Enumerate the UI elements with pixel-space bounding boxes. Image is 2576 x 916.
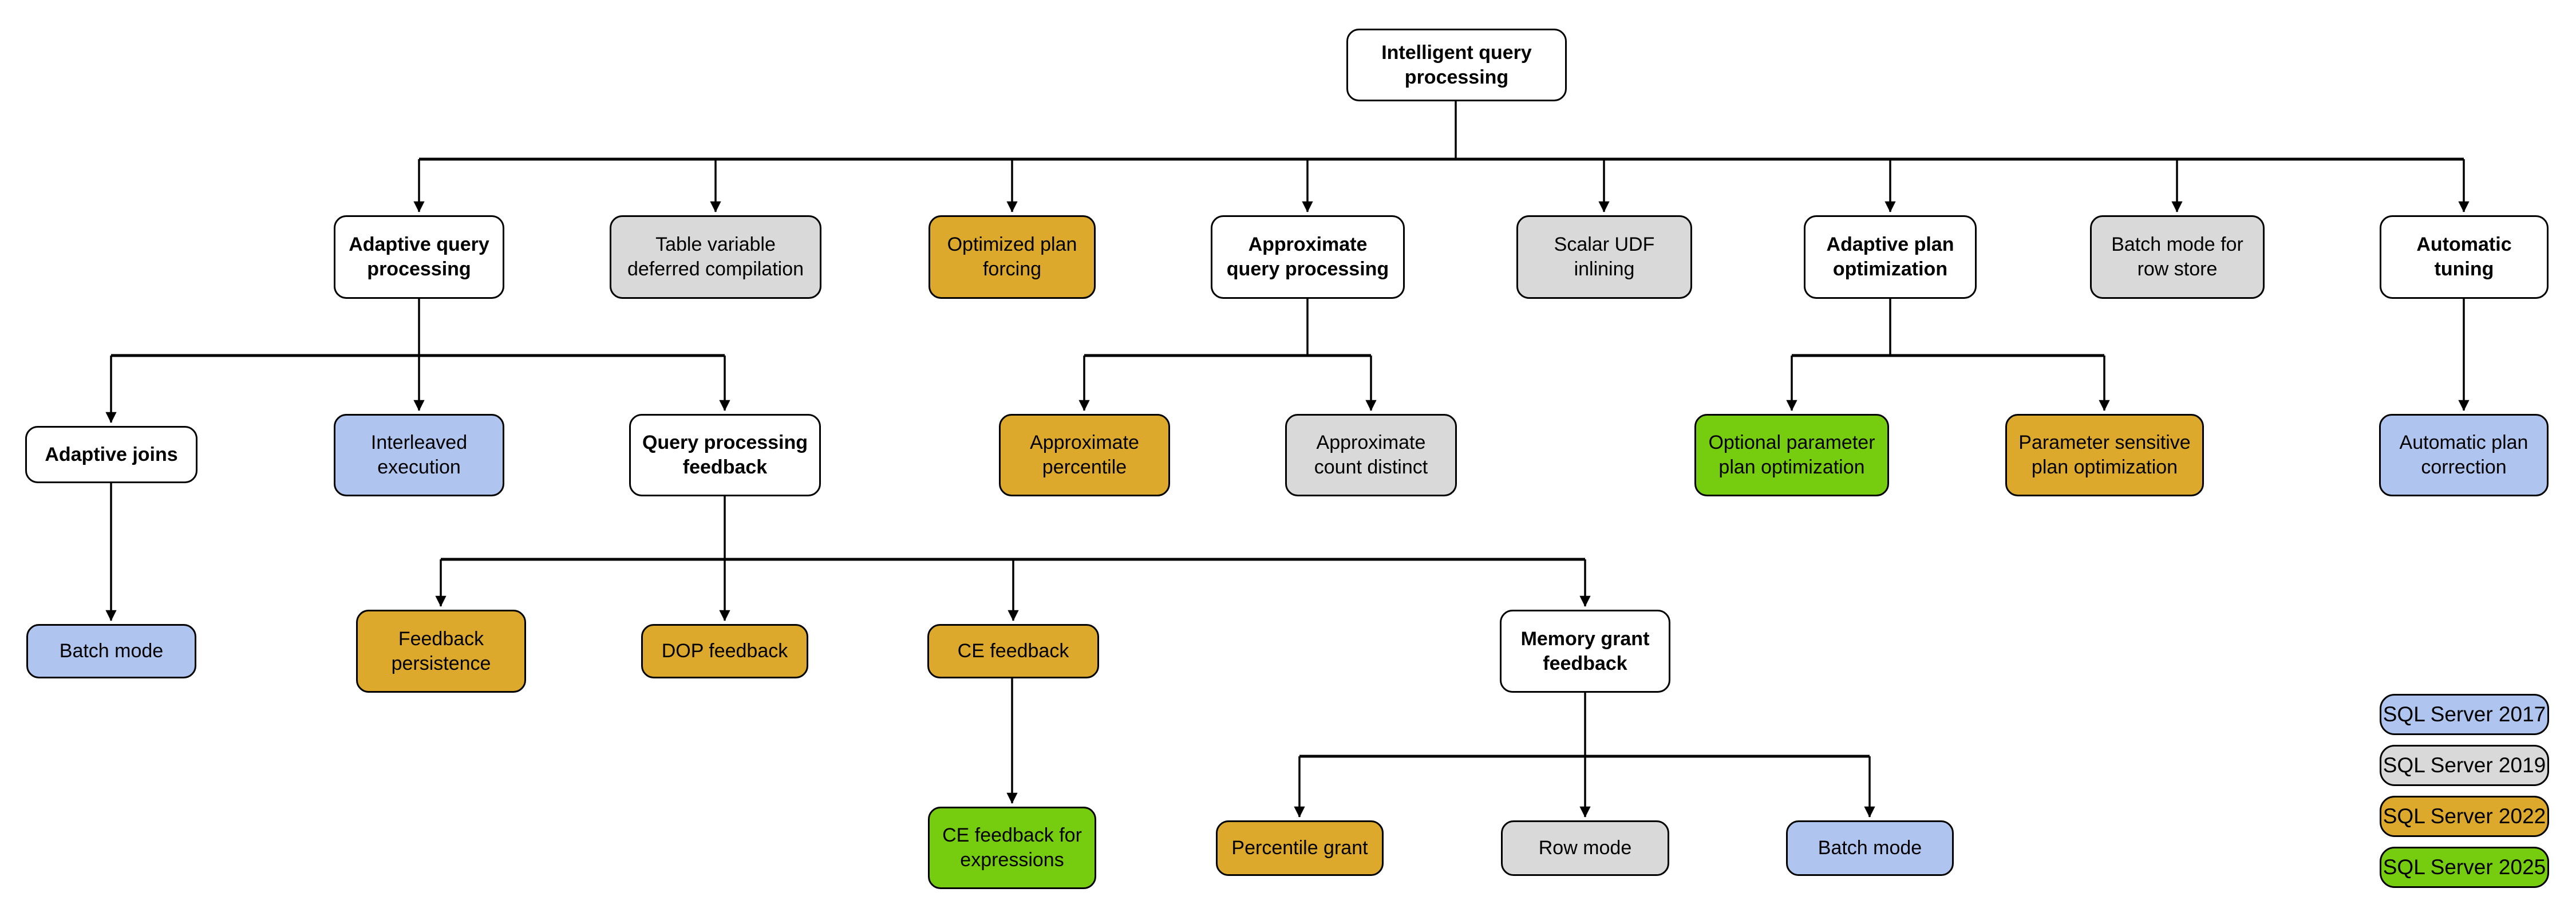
- node-parameter-sensitive-plan-optimization: Parameter sensitive plan optimization: [2005, 414, 2204, 496]
- node-automatic-plan-correction: Automatic plan correction: [2379, 414, 2549, 496]
- node-automatic-tuning: Automatic tuning: [2380, 215, 2549, 299]
- node-approximate-count-distinct: Approximate count distinct: [1285, 414, 1457, 496]
- node-optional-parameter-plan-optimization: Optional parameter plan optimization: [1694, 414, 1889, 496]
- node-scalar-udf-inlining: Scalar UDF inlining: [1516, 215, 1692, 299]
- legend-item-sql-server-2017: SQL Server 2017: [2380, 694, 2549, 735]
- node-optimized-plan-forcing: Optimized plan forcing: [929, 215, 1096, 299]
- node-batch-mode-adaptive-joins: Batch mode: [26, 624, 196, 678]
- node-batch-mode-memory-grant: Batch mode: [1786, 820, 1954, 876]
- node-ce-feedback: CE feedback: [927, 624, 1099, 678]
- node-approximate-query-processing: Approximate query processing: [1211, 215, 1405, 299]
- node-intelligent-query-processing: Intelligent query processing: [1346, 29, 1567, 101]
- node-batch-mode-for-row-store: Batch mode for row store: [2090, 215, 2265, 299]
- node-interleaved-execution: Interleaved execution: [334, 414, 504, 496]
- node-memory-grant-feedback: Memory grant feedback: [1500, 610, 1670, 693]
- node-ce-feedback-for-expressions: CE feedback for expressions: [928, 807, 1096, 889]
- node-approximate-percentile: Approximate percentile: [999, 414, 1170, 496]
- node-percentile-grant: Percentile grant: [1216, 820, 1384, 876]
- node-adaptive-joins: Adaptive joins: [25, 426, 197, 483]
- node-query-processing-feedback: Query processing feedback: [629, 414, 821, 496]
- legend-item-sql-server-2019: SQL Server 2019: [2380, 745, 2549, 786]
- node-dop-feedback: DOP feedback: [641, 624, 808, 678]
- node-table-variable-deferred-compilation: Table variable deferred compilation: [610, 215, 821, 299]
- legend-item-sql-server-2025: SQL Server 2025: [2380, 847, 2549, 888]
- node-adaptive-query-processing: Adaptive query processing: [334, 215, 504, 299]
- node-row-mode: Row mode: [1501, 820, 1669, 876]
- node-feedback-persistence: Feedback persistence: [356, 610, 526, 693]
- node-adaptive-plan-optimization: Adaptive plan optimization: [1804, 215, 1977, 299]
- legend-item-sql-server-2022: SQL Server 2022: [2380, 796, 2549, 837]
